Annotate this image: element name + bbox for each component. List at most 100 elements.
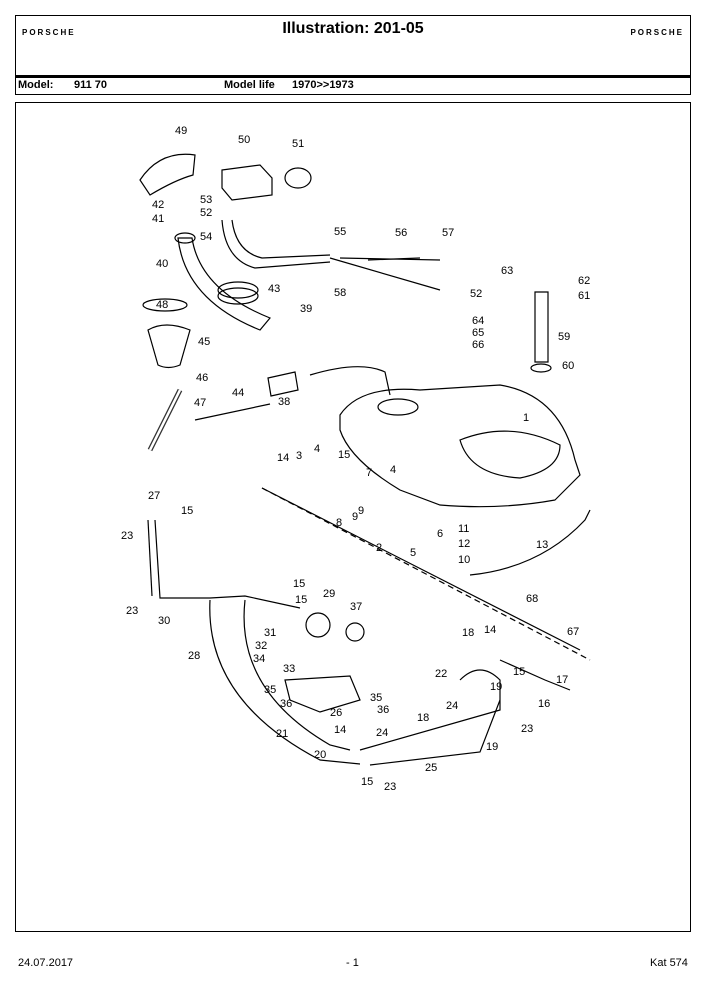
part-callout-47: 47 [194,397,206,409]
model-label: Model: [18,79,54,91]
part-callout-12: 12 [458,538,470,550]
part-callout-10: 10 [458,554,470,566]
part-callout-32: 32 [255,640,267,652]
part-callout-68: 68 [526,593,538,605]
part-callout-28: 28 [188,650,200,662]
part-callout-15: 15 [295,594,307,606]
part-callout-16: 16 [538,698,550,710]
part-callout-62: 62 [578,275,590,287]
part-callout-37: 37 [350,601,362,613]
part-callout-14: 14 [334,724,346,736]
part-callout-11: 11 [458,523,469,535]
part-callout-58: 58 [334,287,346,299]
model-row: Model: 911 70 Model life 1970>>1973 [16,75,690,94]
part-callout-44: 44 [232,387,244,399]
footer-date: 24.07.2017 [18,957,74,969]
model-life-label: Model life [224,79,275,91]
part-callout-3: 3 [296,450,302,462]
part-callout-7: 7 [366,467,372,479]
filler-cover-part [139,153,196,196]
part-callout-9: 9 [352,511,358,523]
canister-part [221,164,273,201]
part-callout-51: 51 [292,138,304,150]
part-callout-13: 13 [536,539,548,551]
part-callout-15: 15 [361,776,373,788]
model-life-value: 1970>>1973 [292,79,354,91]
header-box: PORSCHE Illustration: 201-05 PORSCHE Mod… [15,15,691,95]
illustration-frame [15,102,691,932]
part-callout-18: 18 [462,627,474,639]
part-callout-36: 36 [377,704,389,716]
part-callout-60: 60 [562,360,574,372]
part-callout-67: 67 [567,626,579,638]
part-callout-43: 43 [268,283,280,295]
part-callout-56: 56 [395,227,407,239]
part-callout-23: 23 [384,781,396,793]
part-callout-1: 1 [523,412,529,424]
part-callout-53: 53 [200,194,212,206]
brand-logo-right: PORSCHE [630,28,684,37]
part-callout-45: 45 [198,336,210,348]
part-callout-31: 31 [264,627,276,639]
filler-neck-part [177,237,271,331]
footer-catalog: Kat 574 [650,957,688,969]
part-callout-63: 63 [501,265,513,277]
part-callout-2: 2 [376,542,382,554]
part-callout-46: 46 [196,372,208,384]
part-callout-54: 54 [200,231,212,243]
fuel-pump-part [305,612,331,638]
model-value: 911 70 [74,79,108,91]
part-callout-65: 65 [472,327,484,339]
rubber-boot-part [147,324,191,369]
part-callout-52: 52 [470,288,482,300]
part-callout-57: 57 [442,227,454,239]
part-callout-15: 15 [513,666,525,678]
part-callout-18: 18 [417,712,429,724]
part-callout-6: 6 [437,528,443,540]
part-callout-55: 55 [334,226,346,238]
part-callout-48: 48 [156,299,168,311]
part-callout-4: 4 [390,464,396,476]
part-callout-19: 19 [490,681,502,693]
part-callout-61: 61 [578,290,590,302]
part-callout-26: 26 [330,707,342,719]
part-callout-36: 36 [280,698,292,710]
part-callout-38: 38 [278,396,290,408]
part-callout-66: 66 [472,339,484,351]
part-callout-25: 25 [425,762,437,774]
part-callout-30: 30 [158,615,170,627]
illustration-title: Illustration: 201-05 [282,20,424,37]
part-callout-27: 27 [148,490,160,502]
part-callout-5: 5 [410,547,416,559]
part-callout-21: 21 [276,728,288,740]
part-callout-23: 23 [521,723,533,735]
part-callout-33: 33 [283,663,295,675]
part-callout-14: 14 [277,452,289,464]
part-callout-35: 35 [370,692,382,704]
part-callout-15: 15 [293,578,305,590]
part-callout-23: 23 [121,530,133,542]
part-callout-20: 20 [314,749,326,761]
part-callout-50: 50 [238,134,250,146]
part-callout-22: 22 [435,668,447,680]
part-callout-15: 15 [181,505,193,517]
part-callout-35: 35 [264,684,276,696]
part-callout-23: 23 [126,605,138,617]
part-callout-4: 4 [314,443,320,455]
part-callout-34: 34 [253,653,265,665]
part-callout-41: 41 [152,213,164,225]
part-callout-52: 52 [200,207,212,219]
part-callout-42: 42 [152,199,164,211]
part-callout-59: 59 [558,331,570,343]
seal-ring-part [284,167,312,189]
part-callout-39: 39 [300,303,312,315]
part-callout-40: 40 [156,258,168,270]
part-callout-8: 8 [336,517,342,529]
part-callout-29: 29 [323,588,335,600]
part-callout-15: 15 [338,449,350,461]
part-callout-9: 9 [358,505,364,517]
part-callout-19: 19 [486,741,498,753]
fuel-tank-part [339,384,581,508]
part-callout-49: 49 [175,125,187,137]
